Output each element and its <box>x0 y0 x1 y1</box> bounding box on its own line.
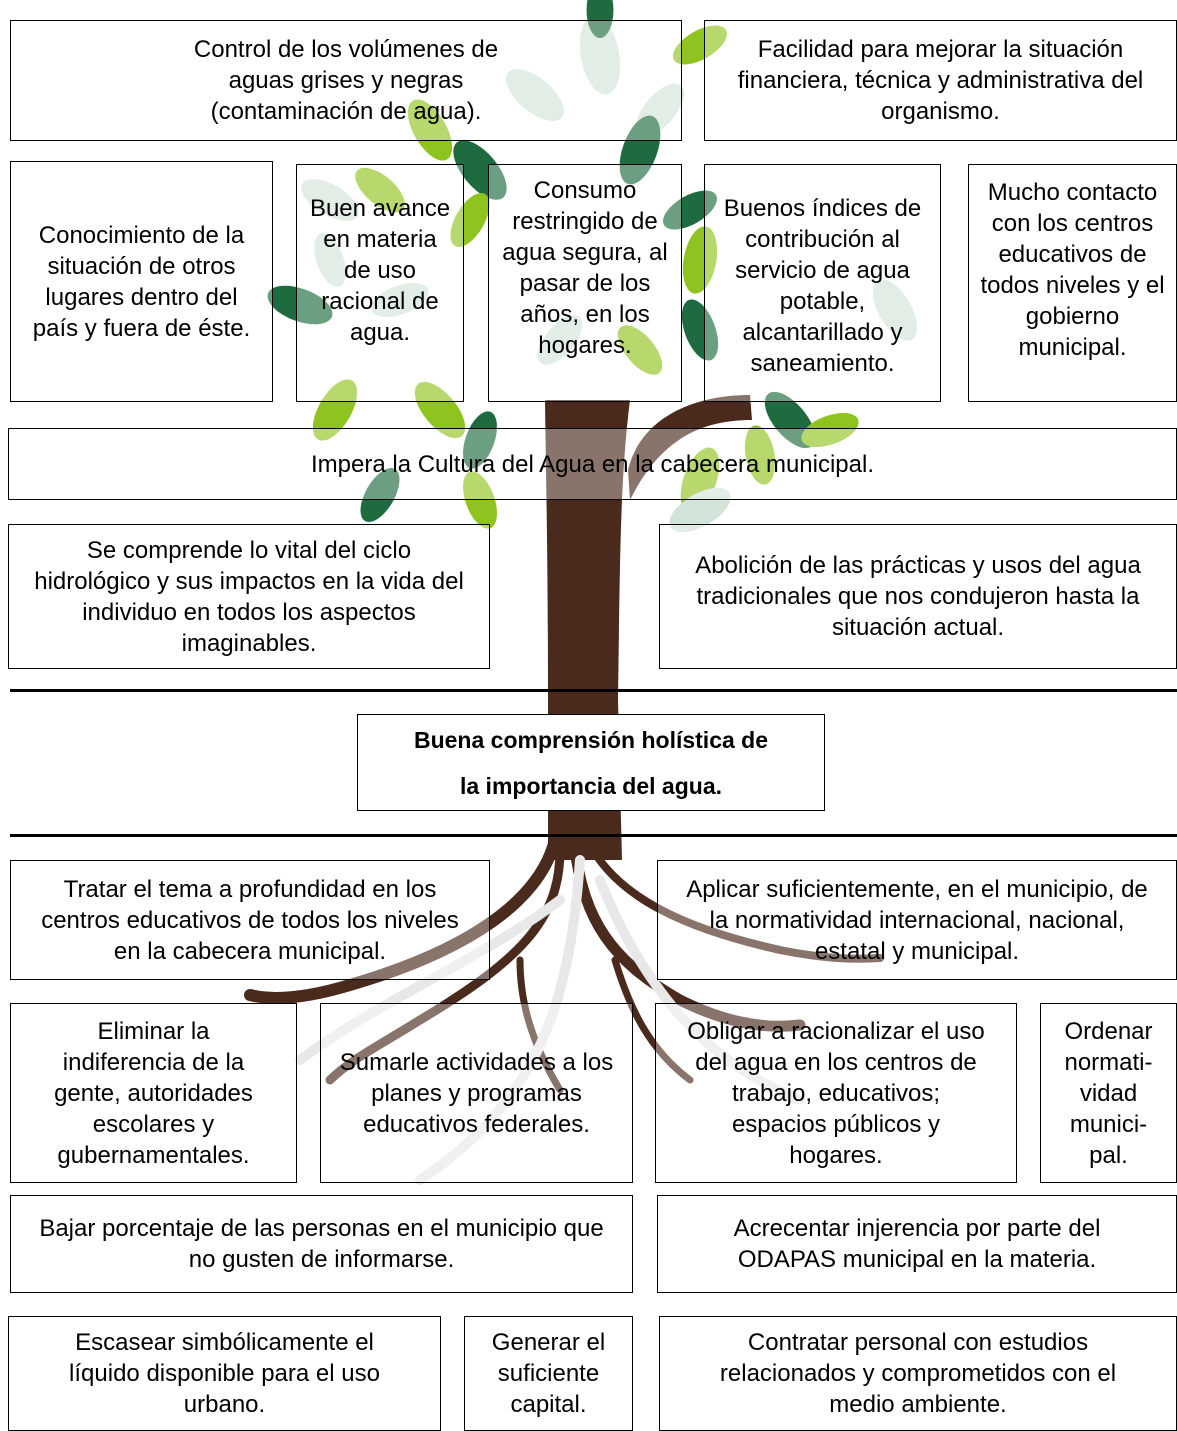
leaf-shape <box>619 115 661 185</box>
leaf-shape <box>301 179 359 221</box>
means-box: Contratar personal con estudios relacion… <box>659 1316 1177 1431</box>
tree-leaves <box>267 0 918 533</box>
leaf-shape <box>673 25 727 65</box>
leaf-shape <box>681 299 719 361</box>
means-box: Obligar a racionalizar el uso del agua e… <box>655 1003 1017 1183</box>
leaf-shape <box>463 411 497 469</box>
leaf-shape <box>314 233 346 287</box>
separator-line <box>10 689 1177 692</box>
leaf-shape <box>414 381 466 439</box>
leaf-shape <box>663 190 717 230</box>
leaf-shape <box>312 379 358 441</box>
means-box: Sumarle actividades a los planes y progr… <box>320 1003 633 1183</box>
leaf-shape <box>450 193 490 247</box>
leaf-shape <box>463 471 497 529</box>
means-box: Acrecentar injerencia por parte del ODAP… <box>657 1195 1177 1293</box>
leaf-shape <box>537 315 583 365</box>
central-goal-line: la importancia del agua. <box>459 772 723 799</box>
central-goal-box: Buena comprensión holística de la import… <box>357 714 825 811</box>
means-box: Generar el suficiente capital. <box>464 1316 633 1431</box>
leaf-shape <box>801 413 859 447</box>
leaf-shape <box>355 167 405 213</box>
leaf-shape <box>682 226 718 294</box>
means-box: Aplicar suficientemente, en el municipio… <box>657 860 1177 980</box>
effect-box: Control de los volúmenes de aguas grises… <box>10 20 682 141</box>
leaf-shape <box>586 0 614 38</box>
effect-box: Consumo restringido de agua segura, al p… <box>488 164 682 402</box>
leaf-shape <box>744 425 776 485</box>
leaf-shape <box>506 69 564 121</box>
leaf-shape <box>453 140 507 200</box>
means-box: Tratar el tema a profundidad en los cent… <box>10 860 490 980</box>
leaf-shape <box>360 468 400 522</box>
means-box: Ordenar normati-vidad munici-pal. <box>1040 1003 1177 1183</box>
separator-line <box>10 834 1177 837</box>
leaf-shape <box>407 99 453 161</box>
effect-box: Conocimiento de la situación de otros lu… <box>10 161 273 402</box>
effect-box: Abolición de las prácticas y usos del ag… <box>659 524 1177 669</box>
leaf-shape <box>579 15 621 95</box>
leaf-shape <box>371 283 429 317</box>
means-box: Escasear simbólicamente el líquido dispo… <box>8 1316 441 1431</box>
leaf-shape <box>872 279 918 341</box>
central-goal-line: Buena comprensión holística de <box>413 726 769 753</box>
leaf-shape <box>267 285 333 325</box>
leaf-shape <box>617 325 663 375</box>
effect-box: Buen avance en materia de uso racional d… <box>296 164 464 402</box>
effect-box: Impera la Cultura del Agua en la cabecer… <box>8 428 1177 500</box>
means-box: Eliminar la indiferencia de la gente, au… <box>10 1003 297 1183</box>
effect-box: Facilidad para mejorar la situación fina… <box>704 20 1177 141</box>
means-box: Bajar porcentaje de las personas en el m… <box>10 1195 633 1293</box>
effect-box: Se comprende lo vital del ciclo hidrológ… <box>8 524 490 669</box>
effect-box: Mucho contacto con los centros educativo… <box>968 164 1177 402</box>
effect-box: Buenos índices de contribución al servic… <box>704 164 941 402</box>
leaf-shape <box>669 487 731 533</box>
pale-roots-watermark <box>295 855 805 1185</box>
